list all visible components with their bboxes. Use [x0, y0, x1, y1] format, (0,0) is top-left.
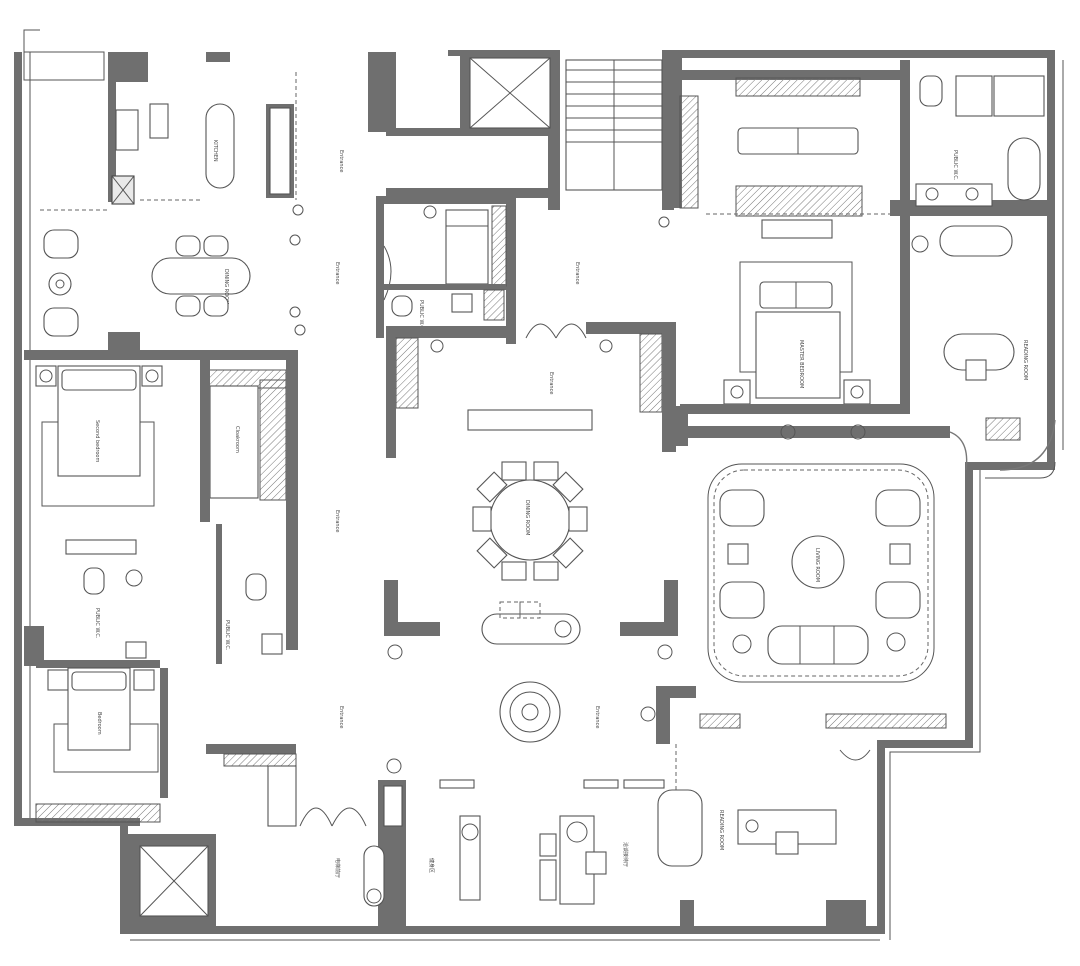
living-room: LIVING ROOM: [688, 424, 968, 683]
left-wc: PUBLIC W.C. PUBLIC W.C.: [24, 524, 283, 668]
door-markers: [289, 204, 670, 774]
cloak-label: Cloakroom: [234, 426, 240, 453]
south-rooms: 健身区 洽谈接待厅 READING ROOM: [363, 779, 866, 930]
staircase: [565, 59, 663, 191]
center-walls: [386, 322, 688, 458]
lift-hall-label: 电梯前厅: [334, 858, 341, 878]
second-bedroom: Second bedroom Cloakroom: [24, 332, 298, 650]
third-bedroom: Bedroom: [35, 667, 168, 823]
master-bedroom: MASTER BEDROOM: [680, 210, 910, 414]
breakfast-table: DINING ROOM: [151, 235, 251, 317]
hall-label-se: Entrance: [594, 706, 600, 728]
main-dining: DINING ROOM: [384, 409, 678, 743]
elevator-bottom: 电梯前厅: [126, 744, 367, 926]
reading-top-label: READING ROOM: [1022, 340, 1028, 380]
master-bath: PUBLIC W.C.: [911, 75, 1045, 257]
right-wc-label: PUBLIC W.C.: [224, 620, 230, 651]
hall-label-1: Entrance: [574, 262, 580, 284]
kitchen-area: KITCHEN: [40, 52, 297, 211]
entry-hall-mid: Entrance: [334, 262, 340, 284]
public-wc-center: PUBLIC W.C.: [418, 300, 424, 331]
dining-small-label: DINING ROOM: [223, 269, 229, 304]
outer-outline: [23, 29, 1064, 941]
reading-bottom-label: READING ROOM: [718, 810, 724, 850]
living-label: LIVING ROOM: [814, 548, 820, 582]
lounge-chairs: [43, 229, 79, 337]
left-wc-label: PUBLIC W.C.: [94, 608, 100, 639]
second-bedroom-label: Second bedroom: [94, 420, 100, 462]
entry-hall-top: Entrance: [338, 150, 344, 172]
master-label: MASTER BEDROOM: [798, 340, 804, 388]
storage-rooms: PUBLIC W.C.: [376, 196, 516, 344]
reception-label: 洽谈接待厅: [622, 842, 629, 867]
third-bedroom-label: Bedroom: [96, 712, 102, 735]
kitchen-label: KITCHEN: [212, 140, 218, 162]
east-walls: [640, 686, 947, 860]
hall-label-2: Entrance: [548, 372, 554, 394]
fitness-label: 健身区: [428, 858, 435, 873]
hall-label-sw: Entrance: [338, 706, 344, 728]
hall-label-west: Entrance: [334, 510, 340, 532]
master-bath-label: PUBLIC W.C.: [952, 150, 958, 181]
elevator-top: [460, 56, 556, 136]
reading-room-top: READING ROOM: [943, 333, 1056, 471]
master-closet: [672, 58, 1050, 239]
dining-label: DINING ROOM: [524, 500, 530, 535]
dining-chairs: [472, 461, 588, 581]
